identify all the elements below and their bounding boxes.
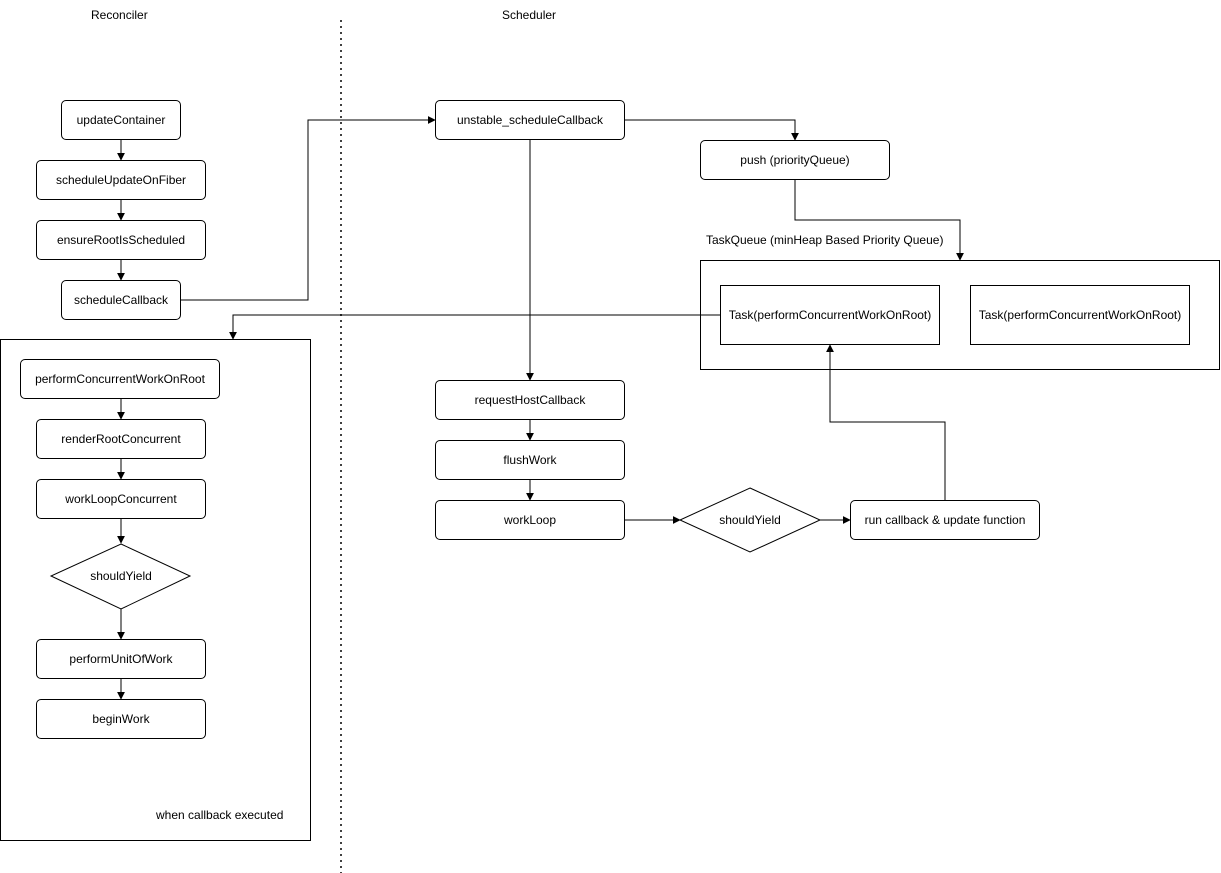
lane-title-scheduler: Scheduler [502, 8, 557, 22]
should-yield-label-reconciler: shouldYield [90, 569, 152, 583]
node-push-priority-queue: push (priorityQueue) [700, 140, 890, 180]
edge-task-to-callbackbox [229, 314, 720, 340]
node-perform-unit-of-work: performUnitOfWork [36, 639, 206, 679]
node-ensure-root-is-scheduled: ensureRootIsScheduled [36, 220, 206, 260]
node-run-callback: run callback & update function [850, 500, 1040, 540]
node-begin-work: beginWork [36, 699, 206, 739]
node-work-loop: workLoop [435, 500, 625, 540]
node-perform-concurrent-work-on-root: performConcurrentWorkOnRoot [20, 359, 220, 399]
should-yield-diamond-reconciler [49, 543, 192, 610]
edge-run-to-task [826, 344, 946, 500]
node-task-2: Task(performConcurrentWorkOnRoot) [970, 285, 1190, 345]
callback-execution-box [0, 339, 311, 841]
node-work-loop-concurrent: workLoopConcurrent [36, 479, 206, 519]
node-request-host-callback: requestHostCallback [435, 380, 625, 420]
edge-unstable-to-push [625, 119, 799, 141]
should-yield-diamond-scheduler [678, 487, 822, 553]
node-schedule-callback: scheduleCallback [61, 280, 181, 320]
task-queue-box [700, 260, 1220, 370]
lane-title-reconciler: Reconciler [91, 8, 148, 22]
node-render-root-concurrent: renderRootConcurrent [36, 419, 206, 459]
callback-box-caption: when callback executed [156, 808, 284, 822]
node-update-container: updateContainer [61, 100, 181, 140]
node-flush-work: flushWork [435, 440, 625, 480]
node-task-1: Task(performConcurrentWorkOnRoot) [720, 285, 940, 345]
node-unstable-schedule-callback: unstable_scheduleCallback [435, 100, 625, 140]
should-yield-label-scheduler: shouldYield [719, 513, 781, 527]
task-queue-label: TaskQueue (minHeap Based Priority Queue) [706, 233, 944, 247]
edge-push-to-taskqueue [794, 180, 964, 261]
edge-schedulecallback-to-unstable [181, 116, 436, 301]
node-schedule-update-on-fiber: scheduleUpdateOnFiber [36, 160, 206, 200]
